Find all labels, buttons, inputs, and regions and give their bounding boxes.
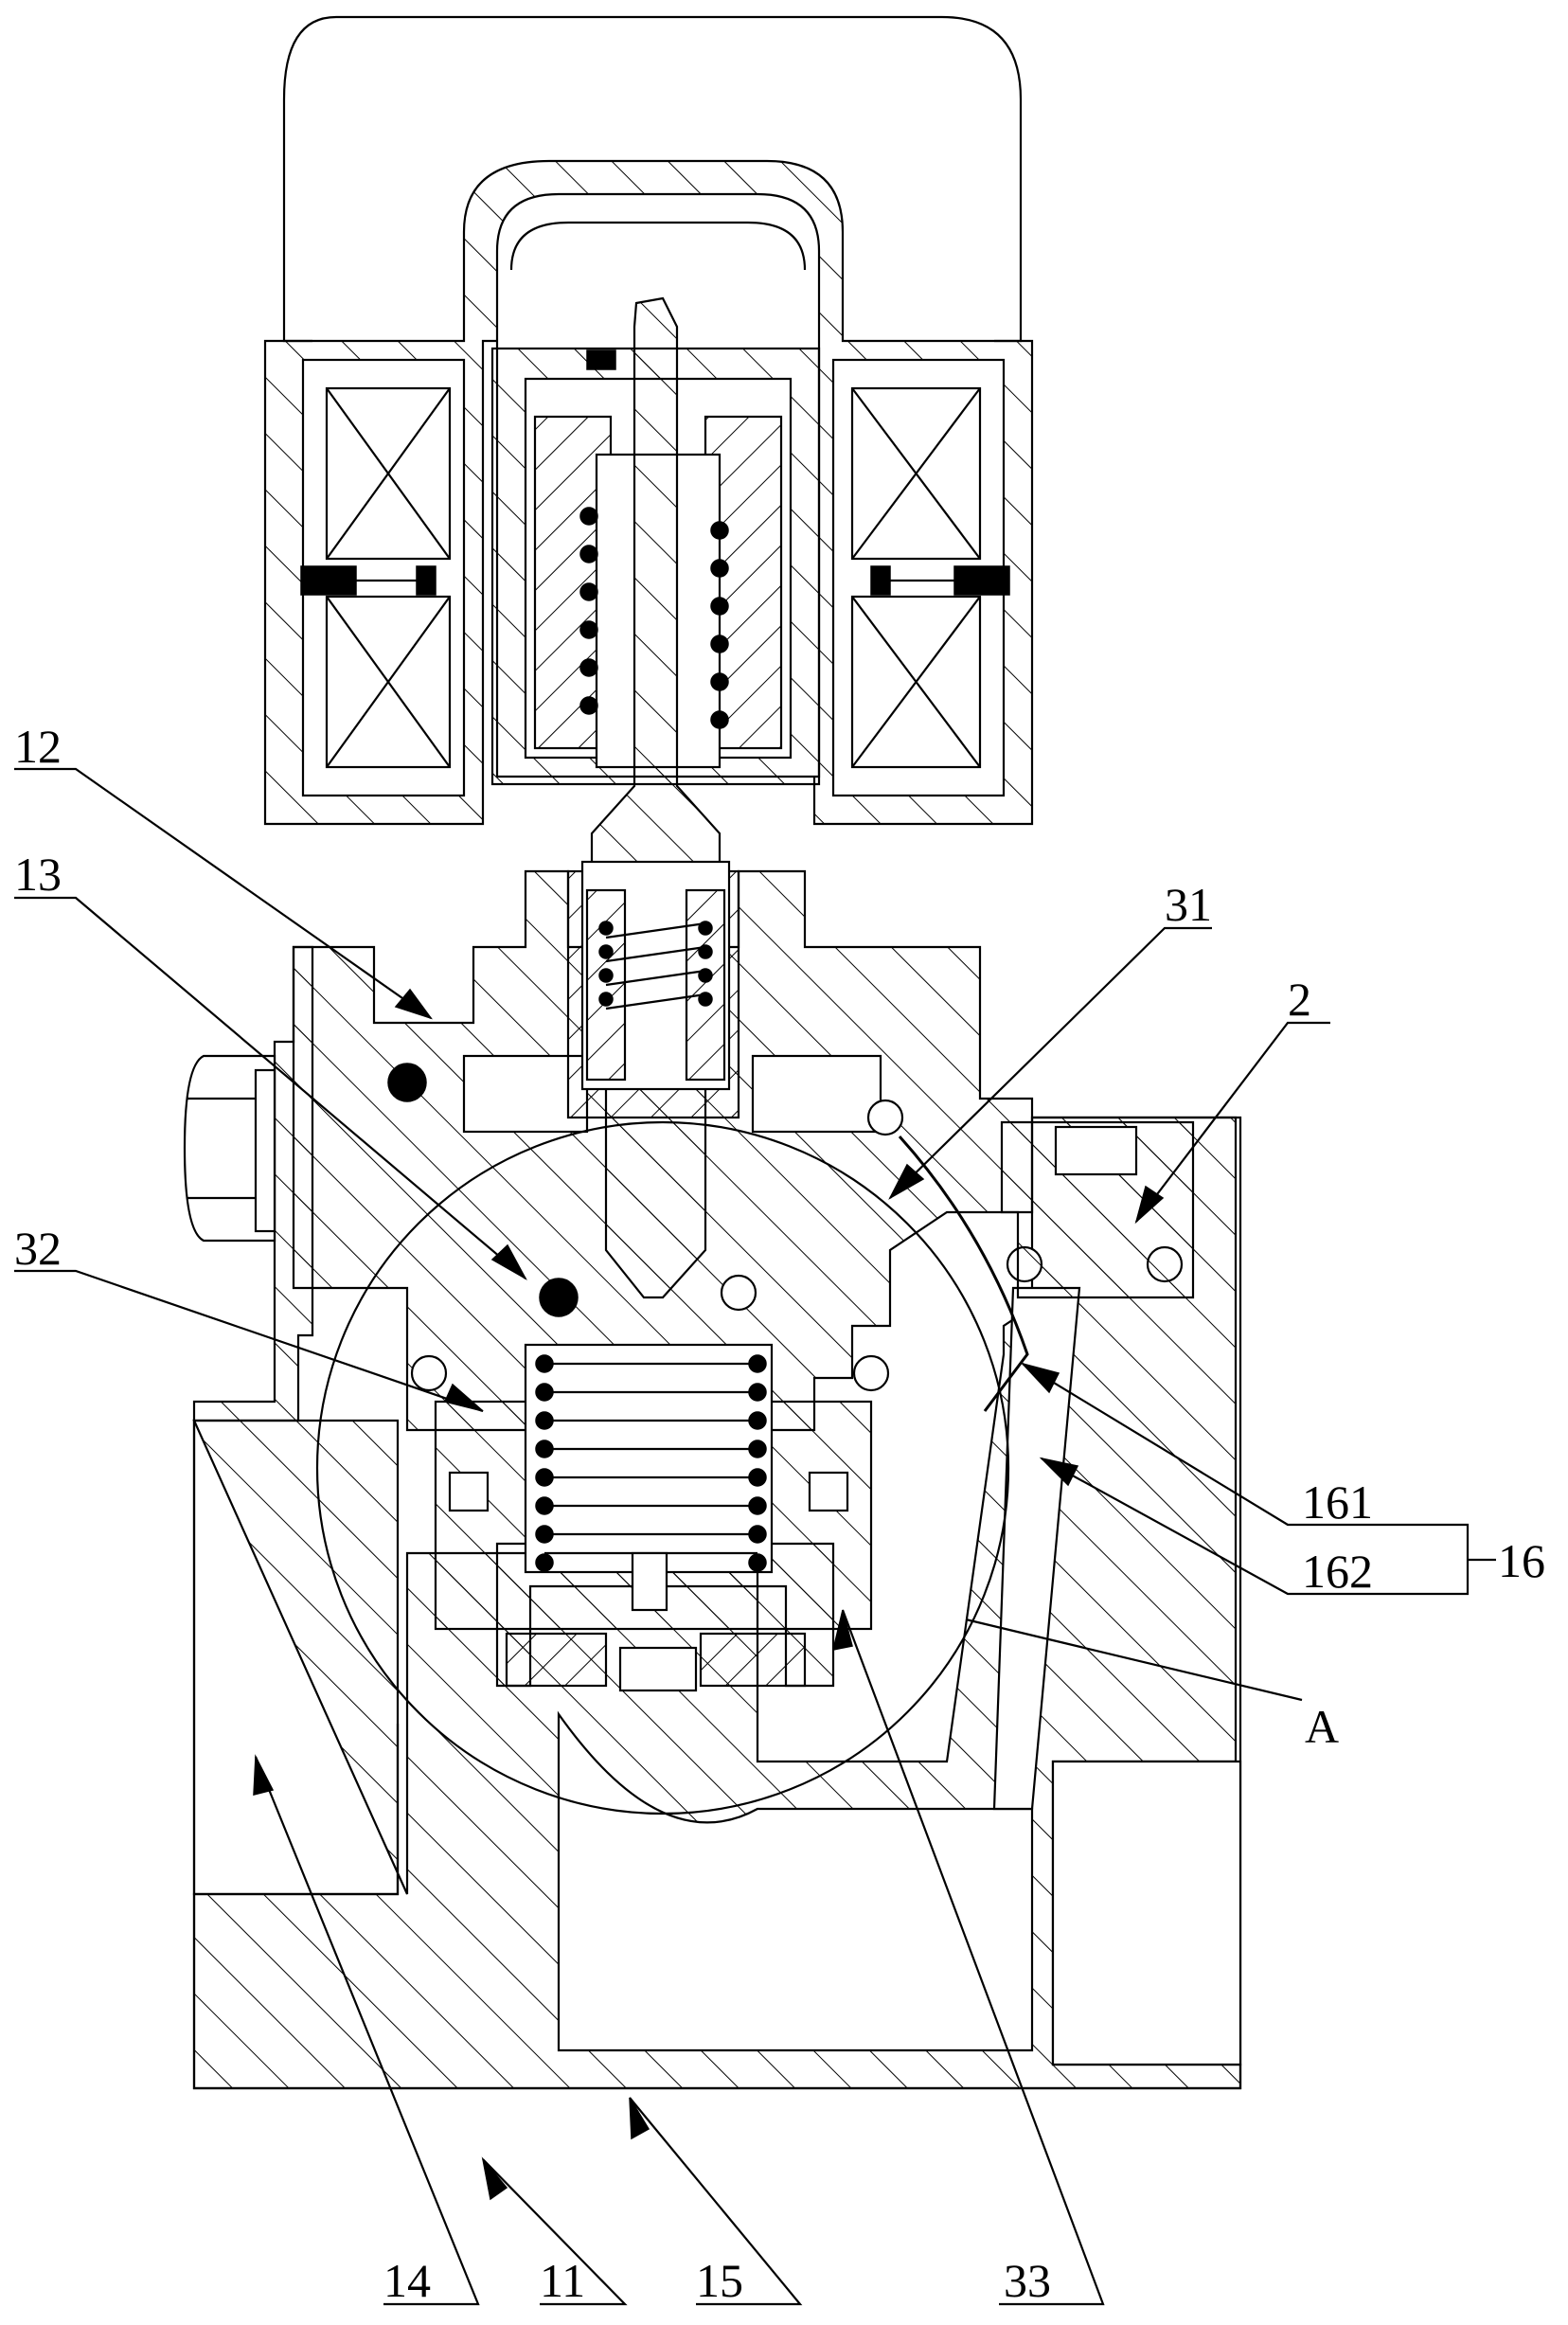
label-32: 32 xyxy=(14,1222,62,1275)
right-coil xyxy=(833,360,1009,796)
label-31: 31 xyxy=(1165,878,1212,931)
label-12: 12 xyxy=(14,720,62,773)
label-15: 15 xyxy=(696,2254,743,2307)
label-13: 13 xyxy=(14,848,62,901)
label-16: 16 xyxy=(1498,1534,1545,1587)
hex-nut xyxy=(185,1056,275,1241)
label-161: 161 xyxy=(1302,1475,1373,1529)
plug xyxy=(1002,1122,1193,1297)
label-11: 11 xyxy=(540,2254,585,2307)
label-2: 2 xyxy=(1288,973,1311,1026)
label-33: 33 xyxy=(1004,2254,1051,2307)
label-162: 162 xyxy=(1302,1545,1373,1598)
left-coil xyxy=(301,360,464,796)
label-a: A xyxy=(1305,1700,1339,1753)
label-14: 14 xyxy=(383,2254,431,2307)
